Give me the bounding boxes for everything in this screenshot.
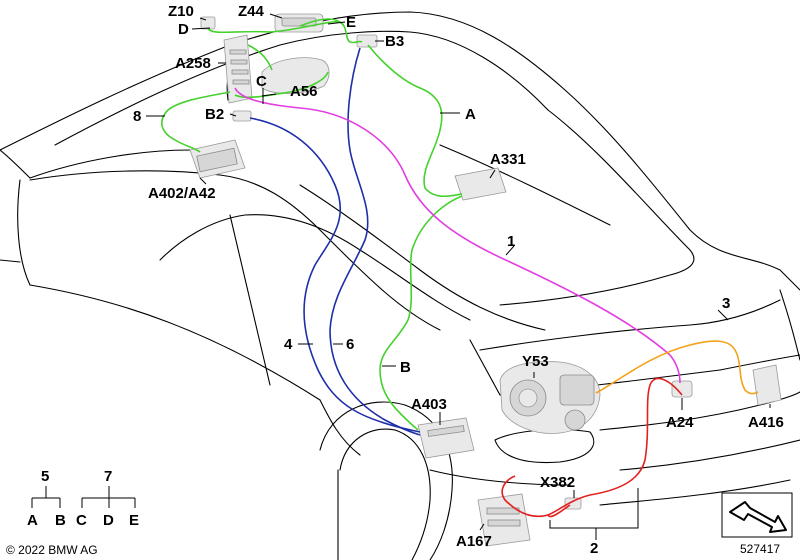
label-branch-d: D: [178, 21, 189, 38]
label-harness-4: 4: [284, 336, 293, 353]
label-a56: A56: [290, 83, 318, 100]
wire-orange-3: [595, 340, 759, 395]
a331-part: [454, 167, 507, 201]
legend-group7-child-c: C: [76, 512, 87, 529]
label-harness-1: 1: [507, 233, 515, 250]
label-z44: Z44: [238, 3, 265, 20]
legend-group7-child-e: E: [129, 512, 139, 529]
label-branch-c: C: [256, 73, 267, 90]
legend-group5-child-a: A: [27, 512, 38, 529]
wire-magenta-1: [234, 87, 681, 384]
label-a416: A416: [748, 414, 784, 431]
copyright-text: © 2022 BMW AG: [6, 543, 98, 557]
label-a167: A167: [456, 533, 492, 550]
label-b2: B2: [205, 106, 224, 123]
wire-red-2b: [547, 504, 571, 518]
wire-green-c: [247, 44, 273, 71]
navigation-box: [721, 492, 793, 538]
wire-green-8: [161, 91, 231, 153]
a416-part: [752, 364, 782, 406]
wire-green-a: [367, 44, 463, 198]
wire-green-b: [379, 195, 463, 431]
legend-group7-parent: 7: [104, 468, 112, 485]
harness-labels: D E C A B 8 1 3 4 6 2: [133, 14, 730, 557]
wire-blue-4: [249, 117, 421, 433]
component-labels: Z10 Z44 B3 A258 A56 B2 A331 A402/A42 Y53…: [148, 3, 784, 550]
label-branch-b: B: [400, 359, 411, 376]
label-a258: A258: [175, 55, 211, 72]
label-harness-6: 6: [346, 336, 354, 353]
label-branch-a: A: [465, 106, 476, 123]
wire-red-2: [501, 377, 683, 518]
legend-group5-child-b: B: [55, 512, 66, 529]
legend: 5 A B 7 C D E: [27, 468, 139, 529]
arrow-icon: [729, 501, 787, 533]
car-body-outline: [0, 11, 800, 506]
label-harness-3: 3: [722, 295, 730, 312]
legend-group5-parent: 5: [41, 468, 49, 485]
b2-part: [232, 110, 252, 122]
image-number: 527417: [740, 542, 780, 556]
leader-lines: [146, 13, 771, 540]
label-harness-8: 8: [133, 108, 141, 125]
label-b3: B3: [385, 33, 404, 50]
label-a402: A402/A42: [148, 185, 216, 202]
a403-part: [417, 417, 475, 459]
label-y53: Y53: [522, 353, 549, 370]
label-a331: A331: [490, 151, 526, 168]
label-harness-2: 2: [590, 540, 598, 557]
a24-part: [671, 380, 693, 398]
wire-blue-6: [329, 47, 421, 436]
legend-group7-child-d: D: [103, 512, 114, 529]
label-a24: A24: [666, 414, 694, 431]
label-z10: Z10: [168, 3, 194, 20]
y53-gearbox: [499, 361, 601, 434]
label-a403: A403: [411, 396, 447, 413]
label-x382: X382: [540, 474, 575, 491]
label-branch-e: E: [346, 14, 356, 31]
